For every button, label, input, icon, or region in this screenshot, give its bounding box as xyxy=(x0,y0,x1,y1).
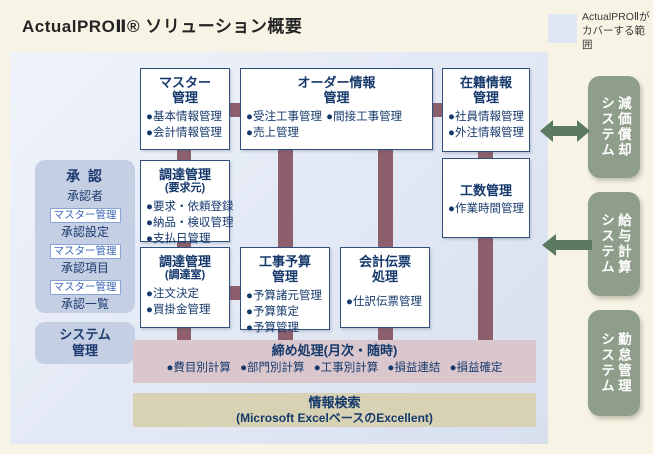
approval-row-list: 承認一覧 xyxy=(60,296,109,311)
module-enrollment-info-management: 在籍情報 管理 ●社員情報管理 ●外注情報管理 xyxy=(442,68,530,152)
module-title: 調達管理 xyxy=(158,167,211,182)
closing-band: 締め処理(月次・随時) ●費目別計算 ●部門別計算 ●工事別計算 ●損益連結 ●… xyxy=(133,340,536,383)
search-band: 情報検索 (Microsoft ExcelベースのExcellent) xyxy=(133,393,536,427)
module-item: ●受注工事管理 xyxy=(246,110,322,123)
module-item: ●間接工事管理 xyxy=(326,110,403,123)
approval-panel: 承 認 承認者 マスター管理 承認設定 マスター管理 承認項目 マスター管理 承… xyxy=(35,160,135,313)
module-title: オーダー情報 管理 xyxy=(297,75,376,106)
module-item: ●買掛金管理 xyxy=(146,303,211,316)
module-item: ●予算諸元管理 xyxy=(246,289,322,302)
search-title: 情報検索 xyxy=(308,395,361,410)
arrow-left-icon xyxy=(542,234,592,256)
closing-item: ●部門別計算 xyxy=(240,362,305,375)
closing-title: 締め処理(月次・随時) xyxy=(271,343,398,358)
approval-tag-master-management: マスター管理 xyxy=(49,207,121,223)
module-title: 工事予算 管理 xyxy=(258,254,311,285)
module-title: 工数管理 xyxy=(459,183,512,198)
module-master-management: マスター 管理 ●基本情報管理 ●会計情報管理 xyxy=(140,68,230,150)
closing-item: ●工事別計算 xyxy=(313,362,379,375)
module-item: ●仕訳伝票管理 xyxy=(346,295,422,308)
module-procurement-office: 調達管理 (調達室) ●注文決定 ●買掛金管理 xyxy=(140,247,230,328)
module-item: ●注文決定 xyxy=(146,287,199,300)
module-subtitle: (要求元) xyxy=(164,182,206,195)
module-item: ●納品・検収管理 xyxy=(146,216,234,229)
approval-tag-master-management: マスター管理 xyxy=(49,243,121,259)
module-item: ●売上管理 xyxy=(246,126,299,139)
module-subtitle: (調達室) xyxy=(164,269,206,282)
approval-row-approver: 承認者 xyxy=(66,189,103,203)
module-manhour-management: 工数管理 ●作業時間管理 xyxy=(442,158,530,238)
connector-order-enrollment xyxy=(432,103,443,117)
external-system-name: 減価償却 xyxy=(615,96,631,158)
system-admin-title: システム 管理 xyxy=(59,327,111,358)
module-construction-budget: 工事予算 管理 ●予算諸元管理 ●予算策定 ●予算管理 xyxy=(240,247,330,334)
legend-note: ActualPROⅡが カバーする範囲 xyxy=(582,11,650,52)
external-system-type: システム xyxy=(599,213,614,275)
module-procurement-requester: 調達管理 (要求元) ●要求・依頼登録 ●納品・検収管理 ●支払日管理 xyxy=(140,160,234,245)
closing-item: ●損益連結 xyxy=(387,362,441,375)
external-system-type: システム xyxy=(599,332,614,394)
module-item: ●作業時間管理 xyxy=(448,203,524,216)
external-system-name: 給与計算 xyxy=(615,213,631,275)
module-order-info-management: オーダー情報 管理 ●受注工事管理 ●間接工事管理 ●売上管理 xyxy=(240,68,433,150)
connector-master-order xyxy=(229,103,241,117)
external-system-type: システム xyxy=(599,96,614,158)
external-system-payroll: 給与計算 システム xyxy=(588,192,640,296)
module-title: 調達管理 xyxy=(158,254,211,269)
module-item: ●予算策定 xyxy=(246,305,299,318)
approval-title: 承 認 xyxy=(66,168,104,184)
external-system-name: 勤怠管理 xyxy=(615,332,631,394)
module-item: ●予算管理 xyxy=(246,322,299,335)
closing-item: ●損益確定 xyxy=(449,362,503,375)
module-item: ●会計情報管理 xyxy=(146,126,222,139)
external-system-depreciation: 減価償却 システム xyxy=(588,76,640,178)
external-system-attendance: 勤怠管理 システム xyxy=(588,310,640,416)
approval-row-settings: 承認設定 xyxy=(60,224,109,239)
approval-row-items: 承認項目 xyxy=(60,260,109,275)
connector-procurement-budget xyxy=(229,286,241,300)
module-item: ●要求・依頼登録 xyxy=(146,200,234,213)
approval-tag-master-management: マスター管理 xyxy=(49,279,121,295)
legend-swatch xyxy=(548,14,577,43)
arrow-bidirectional-icon xyxy=(540,120,590,142)
module-title: マスター 管理 xyxy=(158,75,211,106)
module-title: 在籍情報 管理 xyxy=(459,75,512,106)
system-admin-panel: システム 管理 xyxy=(35,322,135,364)
module-title: 会計伝票 処理 xyxy=(358,254,411,285)
module-item: ●基本情報管理 xyxy=(146,110,222,123)
module-item: ●社員情報管理 xyxy=(448,110,524,123)
search-subtitle: (Microsoft ExcelベースのExcellent) xyxy=(236,411,433,426)
module-item: ●外注情報管理 xyxy=(448,126,524,139)
page-title: ActualPROⅡ® ソリューション概要 xyxy=(22,17,303,36)
module-accounting-voucher: 会計伝票 処理 ●仕訳伝票管理 xyxy=(340,247,430,328)
closing-item: ●費目別計算 xyxy=(166,362,231,375)
module-item: ●支払日管理 xyxy=(146,233,211,246)
